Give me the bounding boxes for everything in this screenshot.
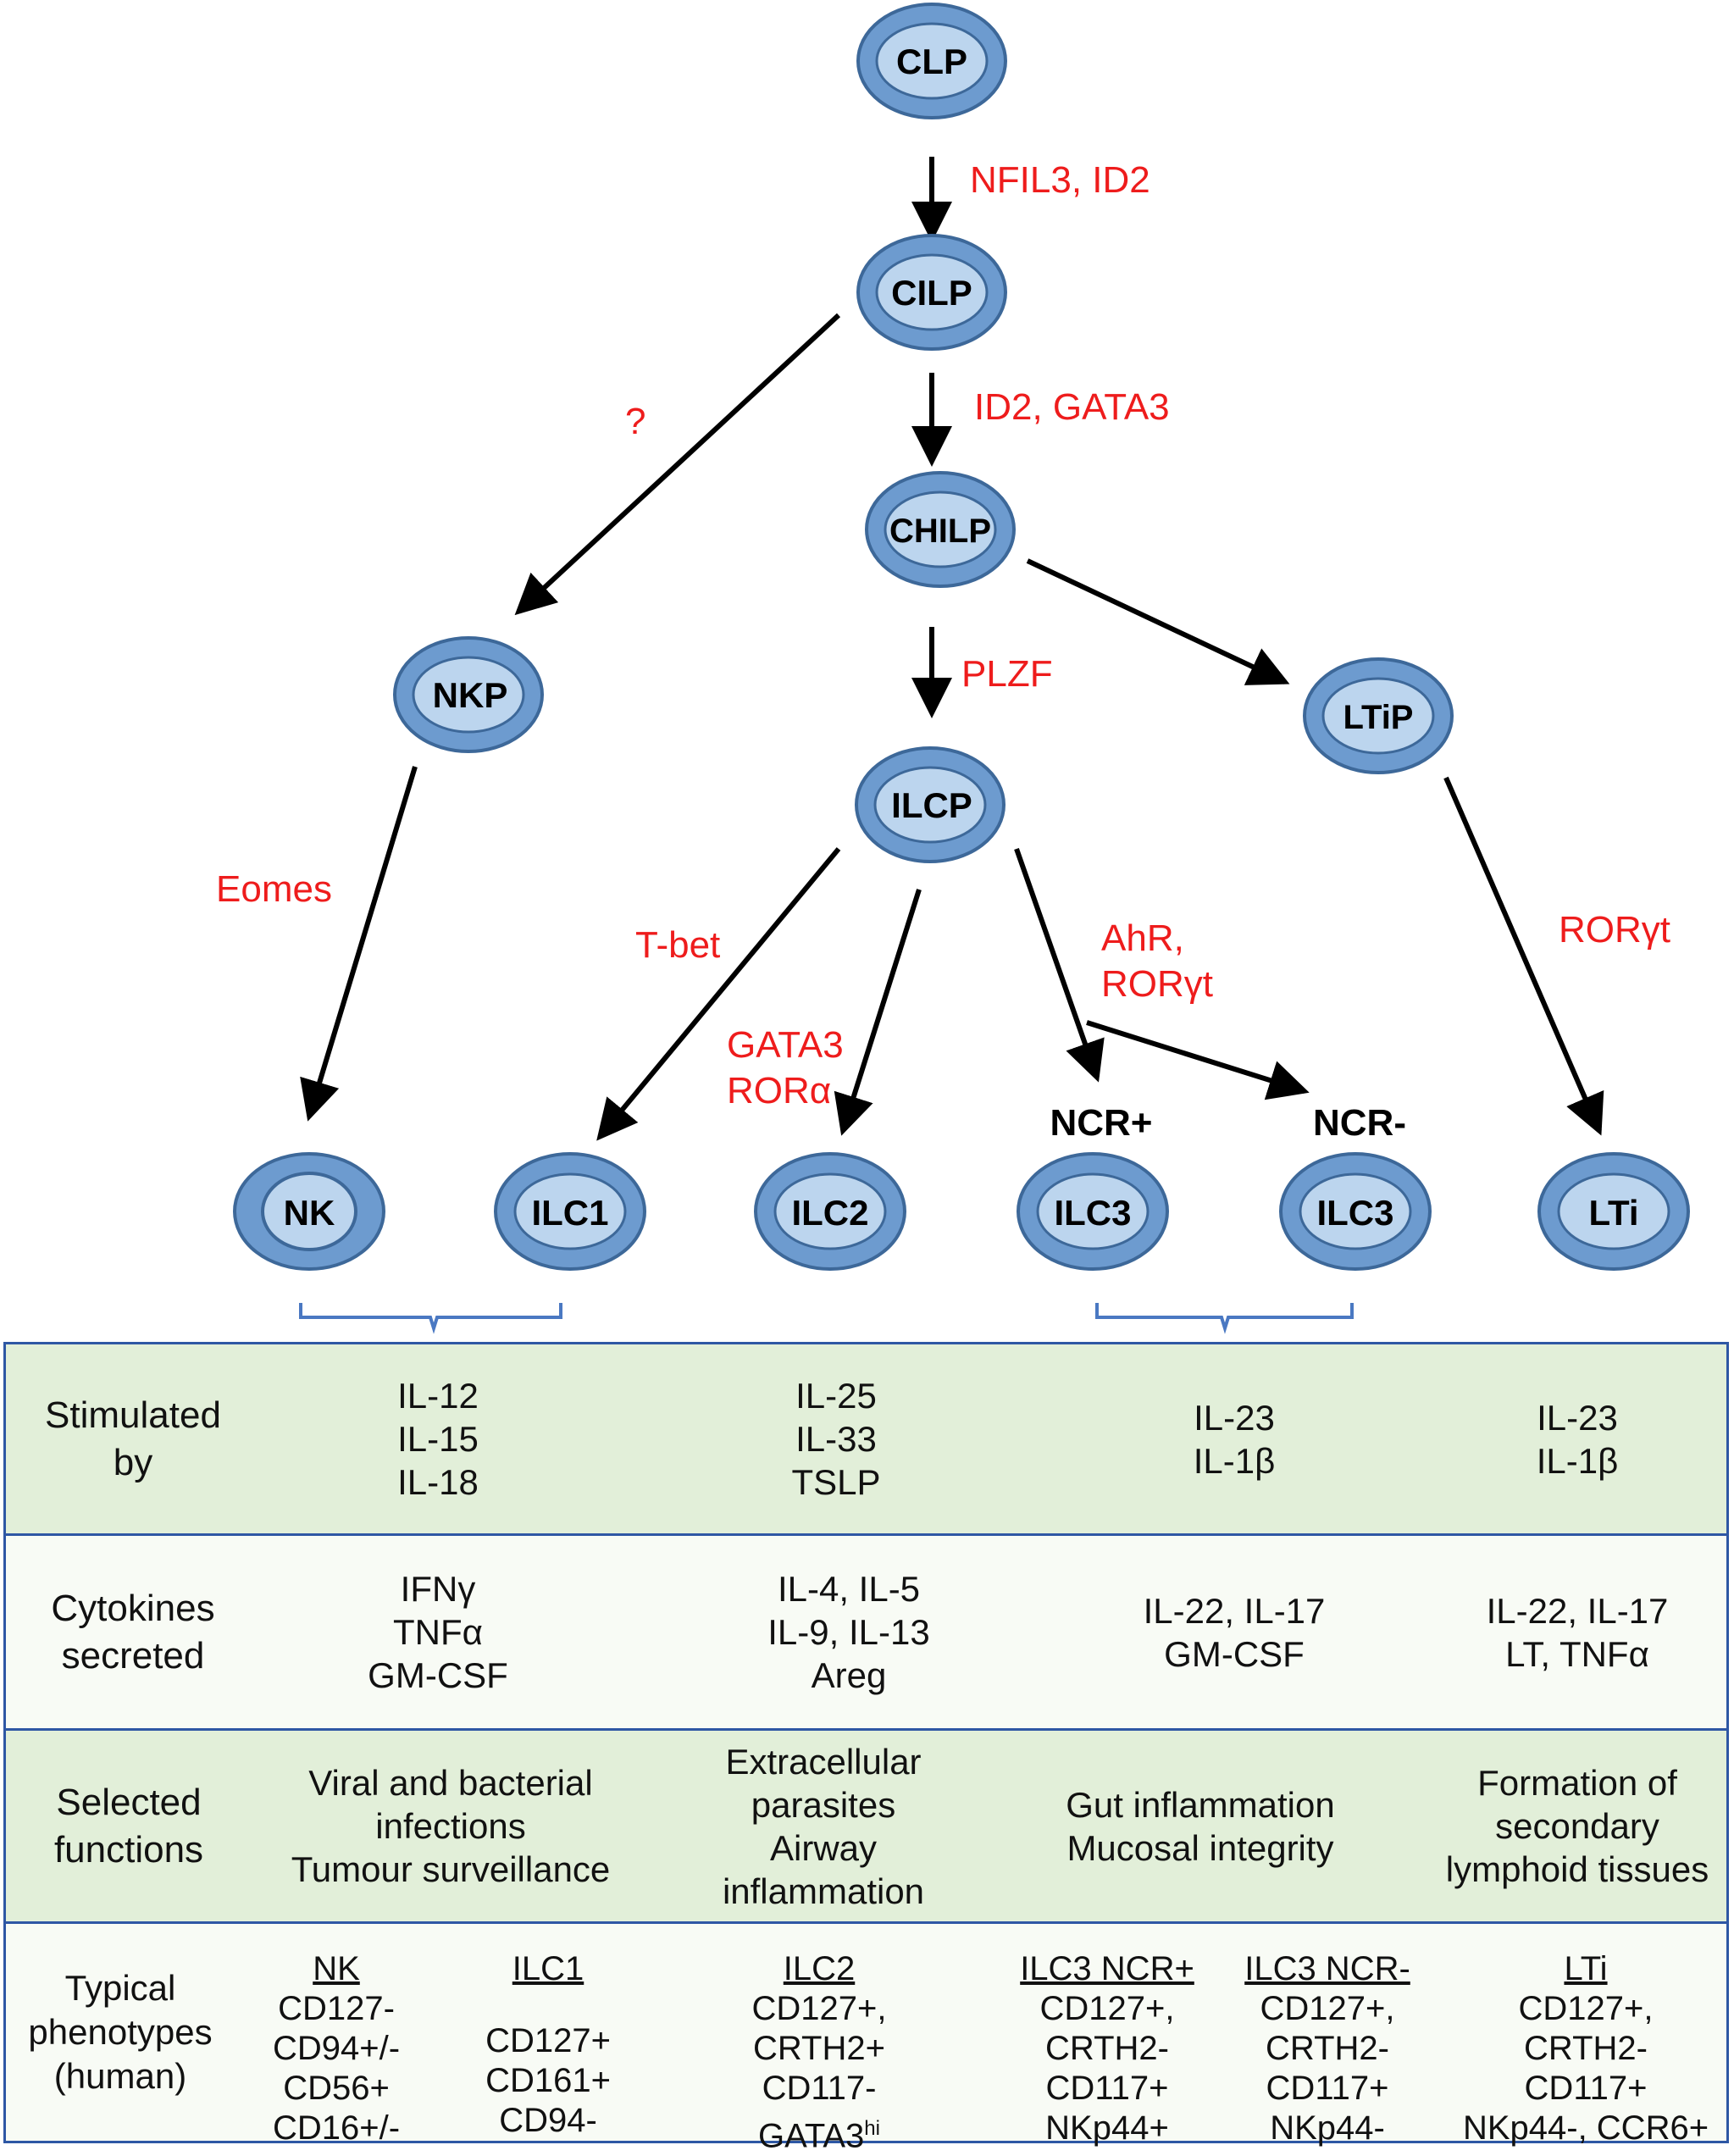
stimulated-lti: IL-23 IL-1β xyxy=(1536,1397,1619,1481)
row-typical-phenotypes: Typical phenotypes (human) NK CD127- CD9… xyxy=(6,1924,1726,2155)
cell-ilc2: ILC2 xyxy=(754,1152,906,1271)
functions-lti: Formation of secondary lymphoid tissues xyxy=(1445,1763,1709,1889)
factor-ilcp-ilc2-line2: RORα xyxy=(727,1070,831,1111)
factor-clp-cilp: NFIL3, ID2 xyxy=(970,159,1150,201)
factor-cilp-nkp: ? xyxy=(625,401,645,442)
factor-nkp-nk: Eomes xyxy=(216,868,332,910)
factor-ltip-lti: RORγt xyxy=(1559,909,1670,951)
factor-ilcp-ilc1: T-bet xyxy=(635,924,720,966)
cytokines-lti: IL-22, IL-17 LT, TNFα xyxy=(1486,1590,1669,1674)
arrow-ilcp-ilc1 xyxy=(596,847,841,1141)
row-header-functions: Selected functions xyxy=(53,1781,204,1871)
cytokines-ilc2: IL-4, IL-5 IL-9, IL-13 Areg xyxy=(767,1569,930,1695)
factor-ilcp-ilc3-line1: AhR, xyxy=(1101,917,1184,959)
factor-cilp-chilp: ID2, GATA3 xyxy=(974,386,1170,428)
lineage-arrows xyxy=(300,157,1604,1141)
row-header-stimulated: Stimulated by xyxy=(45,1394,221,1483)
cell-nk: NK xyxy=(233,1152,385,1271)
lineage-diagram: CLP CILP CHILP NKP LTiP ILCP NK ILC1 ILC xyxy=(216,3,1690,1334)
cell-lti: LTi xyxy=(1537,1152,1690,1271)
cell-clp-label: CLP xyxy=(896,42,967,81)
functions-ilc3: Gut inflammation Mucosal integrity xyxy=(1066,1784,1335,1868)
cell-ilc3-ncr-pos-label: ILC3 xyxy=(1054,1193,1131,1233)
ncr-pos-label: NCR+ xyxy=(1050,1102,1152,1144)
row-stimulated-by: Stimulated by IL-12 IL-15 IL-18 IL-25 IL… xyxy=(6,1344,1726,1533)
cell-cilp-label: CILP xyxy=(891,273,972,313)
phenotype-ilc3-ncr-neg: ILC3 NCR- CD127+, CRTH2- CD117+ NKp44- xyxy=(1244,1950,1410,2147)
cell-lti-label: LTi xyxy=(1588,1193,1638,1233)
cell-clp: CLP xyxy=(856,3,1007,119)
arrow-ilcp-ilc2 xyxy=(834,889,922,1136)
arrow-cilp-nkp xyxy=(514,313,841,616)
cell-ilcp: ILCP xyxy=(855,746,1005,863)
row-selected-functions: Selected functions Viral and bacterial i… xyxy=(6,1731,1726,1921)
ncr-neg-label: NCR- xyxy=(1313,1102,1406,1144)
cell-ltip-label: LTiP xyxy=(1343,699,1414,736)
phenotype-ilc2: ILC2 CD127+, CRTH2+ CD117- GATA3hi xyxy=(751,1950,887,2155)
transcription-factors: NFIL3, ID2 ID2, GATA3 ? PLZF Eomes T-bet… xyxy=(216,159,1670,1111)
stimulated-ilc2: IL-25 IL-33 TSLP xyxy=(791,1376,881,1502)
cytokines-ilc3: IL-22, IL-17 GM-CSF xyxy=(1143,1590,1326,1674)
row-divider xyxy=(6,1728,1726,1731)
arrow-chilp-ltip xyxy=(1026,558,1290,685)
ilc-summary-table: Stimulated by IL-12 IL-15 IL-18 IL-25 IL… xyxy=(3,1342,1729,2155)
factor-ilcp-ilc3-line2: RORγt xyxy=(1101,963,1213,1005)
cell-cilp: CILP xyxy=(856,234,1007,351)
cell-chilp: CHILP xyxy=(865,471,1016,588)
arrow-nkp-nk xyxy=(300,766,418,1122)
phenotype-ilc3-ncr-pos: ILC3 NCR+ CD127+, CRTH2- CD117+ NKp44+ xyxy=(1020,1950,1194,2147)
factor-ilcp-ilc2-line1: GATA3 xyxy=(727,1024,844,1066)
row-divider xyxy=(6,1921,1726,1924)
functions-nk-ilc1: Viral and bacterial infections Tumour su… xyxy=(291,1763,611,1889)
arrow-branch-ilc3-ncrneg xyxy=(1086,1020,1310,1100)
phenotype-nk: NK CD127- CD94+/- CD56+ CD16+/- xyxy=(272,1950,401,2147)
cell-ilc3-ncr-neg-label: ILC3 xyxy=(1316,1193,1393,1233)
cell-ilc3-ncr-pos: ILC3 xyxy=(1017,1152,1169,1271)
cell-nkp-label: NKP xyxy=(433,675,508,715)
cell-nk-label: NK xyxy=(284,1193,335,1233)
cell-ilcp-label: ILCP xyxy=(891,785,972,825)
stimulated-nk-ilc1: IL-12 IL-15 IL-18 xyxy=(397,1376,479,1502)
arrow-ilcp-ilc3-ncrpos xyxy=(1014,848,1105,1083)
factor-chilp-ilcp: PLZF xyxy=(961,653,1053,695)
arrow-ltip-lti xyxy=(1443,776,1604,1136)
cell-ilc2-label: ILC2 xyxy=(791,1193,868,1233)
row-header-phenotypes: Typical phenotypes (human) xyxy=(28,1968,213,2096)
stimulated-ilc3: IL-23 IL-1β xyxy=(1193,1397,1276,1481)
cell-ilc3-ncr-neg: ILC3 xyxy=(1279,1152,1432,1271)
cell-chilp-label: CHILP xyxy=(889,513,991,550)
row-cytokines-secreted: Cytokines secreted IFNγ TNFα GM-CSF IL-4… xyxy=(6,1536,1726,1728)
phenotype-lti: LTi CD127+, CRTH2- CD117+ NKp44-, CCR6+ xyxy=(1462,1950,1709,2147)
cell-nkp: NKP xyxy=(393,636,544,753)
bracket-ilc3 xyxy=(1095,1303,1354,1334)
row-header-cytokines: Cytokines secreted xyxy=(51,1587,215,1677)
bracket-nk-ilc1 xyxy=(299,1303,562,1334)
cell-ilc1-label: ILC1 xyxy=(531,1193,608,1233)
cell-ltip: LTiP xyxy=(1303,657,1454,774)
phenotype-ilc1: ILC1 CD127+ CD161+ CD94- xyxy=(485,1950,611,2139)
functions-ilc2: Extracellular parasites Airway inflammat… xyxy=(722,1741,925,1911)
cell-ilc1: ILC1 xyxy=(494,1152,646,1271)
row-divider xyxy=(6,1533,1726,1536)
cytokines-nk-ilc1: IFNγ TNFα GM-CSF xyxy=(368,1569,508,1695)
